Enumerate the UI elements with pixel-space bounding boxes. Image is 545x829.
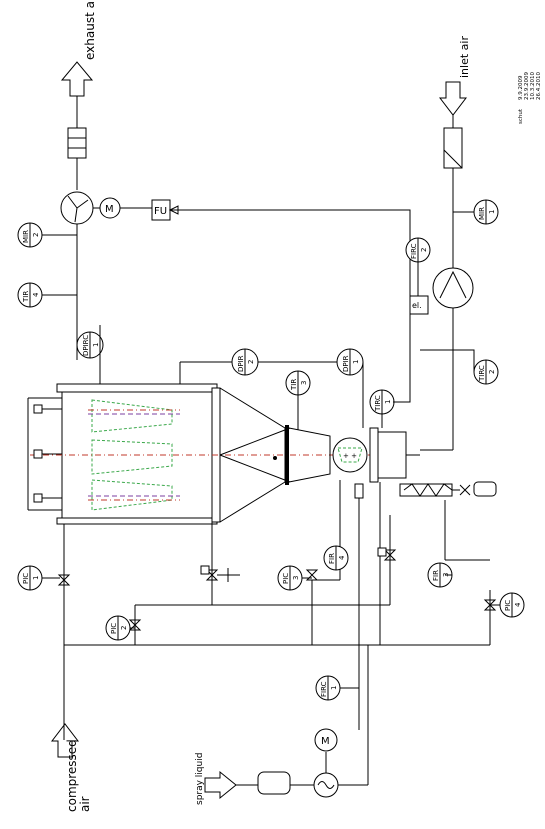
svg-text:PIC: PIC: [110, 623, 118, 634]
svg-text:MIR: MIR: [22, 230, 30, 243]
svg-text:1: 1: [488, 210, 496, 214]
product-container: [288, 427, 331, 483]
rotor-chamber: [332, 437, 368, 473]
svg-text:2: 2: [420, 248, 428, 252]
svg-text:4: 4: [514, 602, 522, 607]
svg-text:MIR: MIR: [478, 207, 486, 220]
exhaust-arrow: [60, 61, 94, 97]
svg-text:1: 1: [92, 343, 100, 347]
instrument-pic1: PIC 1: [17, 565, 43, 591]
compressed-air-arrow: [50, 723, 80, 758]
pump-motor: [314, 728, 338, 752]
instrument-firc1: FIRC 1: [315, 675, 341, 701]
inlet-heater: [432, 267, 474, 309]
svg-text:FU: FU: [154, 206, 167, 217]
instrument-firc2: FIRC 2: [405, 237, 431, 263]
svg-text:TIRC: TIRC: [374, 395, 382, 412]
instrument-tir4: TIR 4: [17, 282, 43, 308]
spray-nozzle: [354, 483, 364, 499]
svg-text:el.: el.: [412, 301, 422, 310]
instrument-pic2: PIC 2: [105, 615, 131, 641]
valve-pic3[interactable]: [305, 569, 319, 581]
svg-text:2: 2: [247, 360, 255, 364]
inlet-filter: [443, 127, 463, 169]
pulse-valves: [27, 397, 62, 511]
svg-text:4: 4: [338, 555, 346, 560]
solenoid-1: [200, 565, 210, 575]
liquid-container: [257, 771, 291, 795]
svg-text:PIC: PIC: [504, 600, 512, 611]
svg-text:inlet air: inlet air: [458, 36, 471, 78]
svg-text:exhaust air: exhaust air: [83, 0, 97, 60]
svg-text:10.3.2010: 10.3.2010: [530, 72, 536, 100]
svg-text:TIR: TIR: [22, 291, 30, 303]
svg-text:9.9.2009: 9.9.2009: [518, 75, 524, 100]
spray-liquid-arrow: [204, 770, 237, 800]
exhaust-filter: [67, 127, 87, 159]
svg-text:DPIR: DPIR: [342, 355, 350, 372]
svg-text:4: 4: [32, 292, 40, 297]
distributor-plate: [285, 425, 289, 485]
instrument-fir4: FIR 4: [323, 545, 349, 571]
svg-text:PIC: PIC: [22, 573, 30, 584]
svg-text:2: 2: [488, 370, 496, 374]
instrument-mir1: MIR 1: [473, 199, 499, 225]
spray-liquid-label: spray liquid: [195, 753, 205, 805]
compressed-air-label: compressed air: [65, 739, 92, 812]
instrument-tirc2: TIRC 2: [473, 359, 499, 385]
svg-text:TIR: TIR: [290, 379, 298, 391]
svg-text:PIC: PIC: [282, 573, 290, 584]
svg-text:FIRC: FIRC: [410, 243, 418, 259]
top-plate: [56, 383, 218, 393]
svg-text:schut: schut: [518, 108, 524, 124]
svg-text:M: M: [321, 736, 330, 747]
svg-text:23.9.2009: 23.9.2009: [524, 72, 530, 100]
instrument-dpirc1: DPIRC 1: [76, 331, 104, 359]
svg-text:1: 1: [32, 576, 40, 580]
svg-text:1: 1: [384, 400, 392, 404]
valve-blowdown[interactable]: [205, 569, 219, 581]
svg-text:2: 2: [120, 626, 128, 630]
inlet-arrow: [438, 81, 468, 116]
exhaust-air-label: exhaust air: [83, 0, 97, 60]
air-plenum: [377, 431, 407, 479]
svg-text:26.4.2010: 26.4.2010: [536, 72, 542, 100]
svg-text:+ +: + +: [343, 452, 357, 460]
valve-fir3[interactable]: [383, 549, 397, 561]
screw-feeder: [399, 483, 453, 497]
svg-text:DPIR: DPIR: [237, 355, 245, 372]
svg-text:FIR: FIR: [328, 553, 336, 564]
revision-block: schut 9.9.2009 23.9.2009 10.3.2010 26.4.…: [518, 72, 542, 124]
inlet-air-label: inlet air: [458, 36, 471, 78]
svg-text:air: air: [78, 796, 92, 812]
instrument-dpir1: DPIR 1: [336, 348, 364, 376]
svg-text:FIR: FIR: [432, 570, 440, 581]
svg-text:1: 1: [330, 686, 338, 690]
svg-text:3: 3: [292, 576, 300, 580]
solenoid-2: [377, 547, 387, 557]
svg-text:DPIRC: DPIRC: [82, 335, 90, 356]
instrument-tir3: TIR 3: [285, 370, 311, 396]
svg-text:FIRC: FIRC: [320, 681, 328, 697]
valve-pic4[interactable]: [483, 599, 497, 611]
instrument-mir2: MIR 2: [17, 222, 43, 248]
feeder-motor: [473, 481, 497, 497]
bottom-plate: [56, 517, 218, 525]
instrument-pic3: PIC 3: [277, 565, 303, 591]
svg-text:2: 2: [32, 233, 40, 237]
electric-heater: [409, 295, 429, 315]
valve-pic1[interactable]: [57, 574, 71, 586]
svg-text:3: 3: [300, 381, 308, 385]
svg-text:1: 1: [352, 360, 360, 364]
filter-bag-1: [91, 399, 173, 433]
instrument-pic4: PIC 4: [499, 592, 525, 618]
svg-text:spray liquid: spray liquid: [195, 753, 205, 805]
svg-text:M: M: [105, 204, 114, 215]
instrument-dpir2: DPIR 2: [231, 348, 259, 376]
instrument-fir3: FIR 3: [427, 562, 453, 588]
svg-text:TIRC: TIRC: [478, 365, 486, 382]
filter-bag-2: [91, 439, 173, 475]
